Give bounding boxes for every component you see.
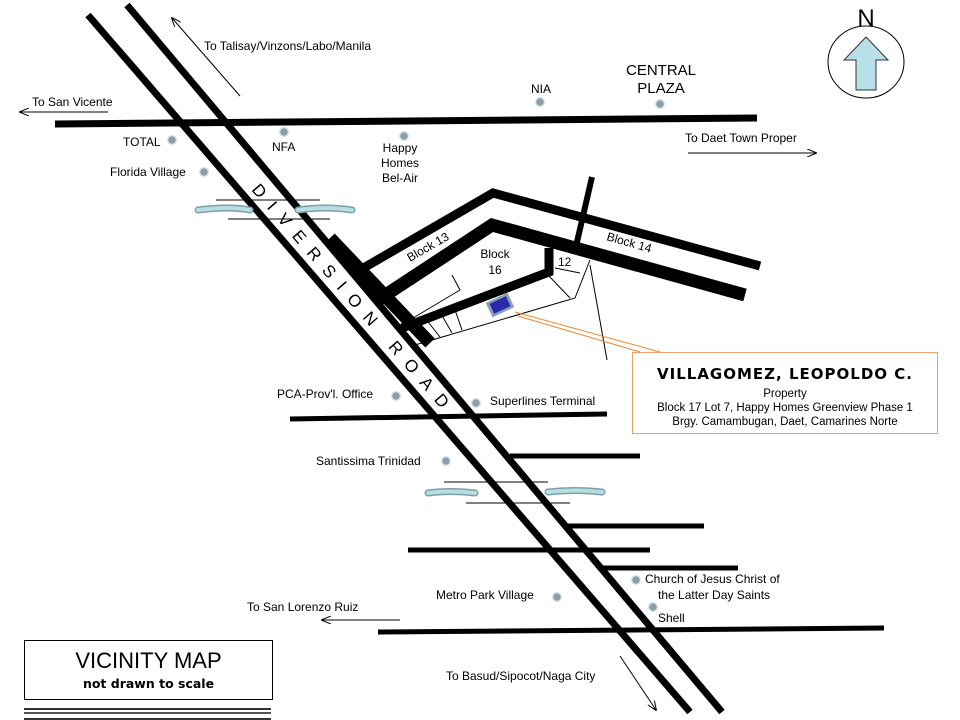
north-label: N bbox=[857, 5, 874, 32]
landmark-dots bbox=[166, 96, 666, 613]
label-nfa: NFA bbox=[272, 140, 295, 154]
diversion-road-west-edge bbox=[85, 12, 693, 715]
title-rule bbox=[24, 708, 271, 720]
label-to-san-lorenzo: To San Lorenzo Ruiz bbox=[247, 600, 358, 614]
map-title-box: VICINITY MAP not drawn to scale bbox=[24, 640, 273, 700]
label-metro-park: Metro Park Village bbox=[436, 588, 534, 602]
map-subtitle: not drawn to scale bbox=[82, 676, 215, 691]
block-13-road bbox=[357, 188, 762, 274]
water-crossings bbox=[194, 199, 606, 504]
label-lot-12: 12 bbox=[558, 255, 572, 269]
arrow-basud bbox=[619, 655, 656, 710]
north-arrow-icon bbox=[842, 36, 890, 91]
direction-arrows bbox=[20, 18, 816, 710]
cross-road bbox=[574, 176, 595, 243]
label-shell: Shell bbox=[658, 611, 685, 625]
label-to-talisay: To Talisay/Vinzons/Labo/Manila bbox=[204, 39, 371, 53]
north-compass: N bbox=[827, 5, 905, 99]
label-to-daet: To Daet Town Proper bbox=[685, 131, 797, 145]
label-superlines: Superlines Terminal bbox=[490, 394, 595, 408]
label-block-16-1: Block bbox=[480, 247, 510, 261]
arrow-talisay bbox=[172, 18, 241, 97]
label-central-plaza-2: PLAZA bbox=[637, 80, 685, 97]
map-title: VICINITY MAP bbox=[75, 648, 222, 673]
label-to-basud: To Basud/Sipocot/Naga City bbox=[446, 669, 595, 683]
label-diversion-road: DIVERSION ROAD bbox=[248, 180, 460, 420]
label-happy-homes-1: Happy bbox=[383, 141, 418, 155]
label-church-2: the Latter Day Saints bbox=[658, 588, 770, 602]
diversion-road-east-edge bbox=[124, 2, 725, 715]
label-block-16-2: 16 bbox=[488, 263, 502, 277]
label-total: TOTAL bbox=[123, 135, 161, 149]
label-central-plaza-1: CENTRAL bbox=[626, 62, 696, 79]
property-owner: VILLAGOMEZ, LEOPOLDO C. bbox=[657, 365, 913, 383]
label-nia: NIA bbox=[531, 82, 551, 96]
property-info-box: VILLAGOMEZ, LEOPOLDO C. Property Block 1… bbox=[632, 352, 938, 434]
property-address-2: Brgy. Camambugan, Daet, Camarines Norte bbox=[672, 416, 898, 428]
label-lot-1: 1 bbox=[418, 322, 425, 336]
property-leader bbox=[514, 311, 661, 353]
label-pca: PCA-Prov'l. Office bbox=[277, 387, 373, 401]
label-florida-village: Florida Village bbox=[110, 165, 186, 179]
property-label: Property bbox=[763, 388, 807, 400]
main-road-north bbox=[54, 114, 758, 128]
property-marker bbox=[485, 292, 515, 318]
lot-lines bbox=[397, 259, 608, 361]
block-14-road bbox=[374, 217, 747, 306]
side-roads bbox=[289, 411, 885, 635]
label-happy-homes-3: Bel-Air bbox=[382, 171, 418, 185]
label-to-san-vicente: To San Vicente bbox=[32, 95, 113, 109]
label-santissima: Santissima Trinidad bbox=[316, 454, 421, 468]
label-happy-homes-2: Homes bbox=[381, 156, 419, 170]
label-church-1: Church of Jesus Christ of bbox=[645, 572, 780, 586]
block-16-road bbox=[400, 248, 554, 333]
property-address-1: Block 17 Lot 7, Happy Homes Greenview Ph… bbox=[657, 402, 913, 414]
